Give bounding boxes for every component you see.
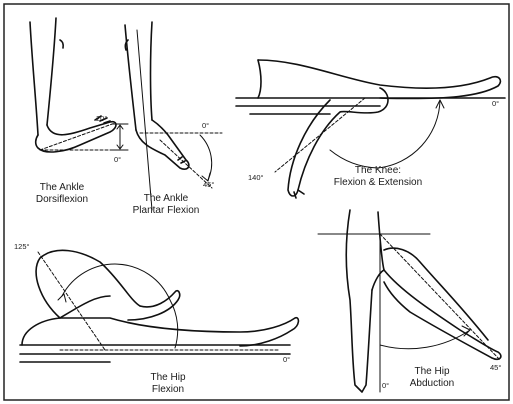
knee-table-lines	[236, 98, 505, 114]
plantar-flexion-angle-end: 45°	[203, 180, 214, 189]
dorsiflexion-angle-top: 20°	[96, 114, 107, 123]
dorsiflexion-caption-line1: The Ankle	[40, 182, 85, 193]
hip-abduction-angle-zero: 0°	[382, 381, 389, 390]
panel-ankle-dorsiflexion: 20° 0° The Ankle Dorsiflexion	[30, 18, 128, 205]
dorsiflexion-angle-zero: 0°	[114, 155, 121, 164]
hip-abduction-body-drawing	[346, 210, 501, 392]
plantar-flexion-angle-zero: 0°	[202, 121, 209, 130]
dorsiflexion-caption-line2: Dorsiflexion	[36, 194, 88, 205]
panel-hip-flexion: 125° 0° The Hip Flexion	[14, 242, 298, 395]
hip-flexion-angle-lines	[38, 252, 280, 350]
knee-caption-line1: The Knee:	[355, 165, 401, 176]
hip-abduction-angle-end: 45°	[490, 363, 501, 372]
hip-flexion-caption-line2: Flexion	[152, 384, 184, 395]
panel-hip-abduction: 0° 45° The Hip Abduction	[318, 210, 501, 392]
hip-flexion-leg-drawing	[22, 250, 298, 346]
hip-abduction-angle-lines	[318, 234, 500, 392]
knee-angle-zero: 0°	[492, 99, 499, 108]
hip-flexion-angle-end: 125°	[14, 242, 30, 251]
knee-caption-line2: Flexion & Extension	[334, 177, 422, 188]
hip-abduction-caption-line1: The Hip	[414, 366, 449, 377]
plantar-flexion-caption-line1: The Ankle	[144, 193, 189, 204]
hip-abduction-caption-line2: Abduction	[410, 378, 454, 389]
hip-flexion-angle-zero: 0°	[283, 355, 290, 364]
plantar-flexion-caption-line2: Plantar Flexion	[133, 205, 200, 216]
panel-knee: 140° 0° The Knee: Flexion & Extension	[236, 60, 505, 198]
dorsiflexion-leg-drawing	[30, 18, 116, 152]
knee-angle-end: 140°	[248, 173, 264, 182]
panel-ankle-plantar-flexion: 0° 45° The Ankle Plantar Flexion	[125, 22, 222, 216]
hip-flexion-table-lines	[20, 345, 290, 362]
hip-flexion-caption-line1: The Hip	[150, 372, 185, 383]
plantar-flexion-leg-drawing	[125, 22, 189, 169]
